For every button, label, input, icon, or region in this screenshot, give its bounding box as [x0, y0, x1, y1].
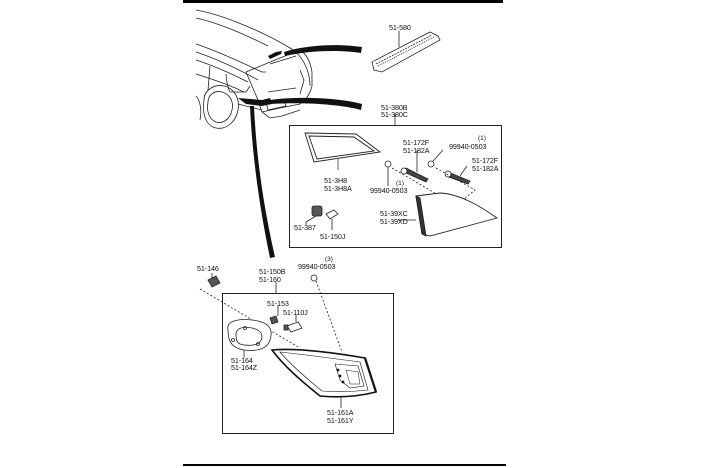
part-label-51-160: 51-160 — [259, 275, 281, 284]
rear-lamp-upper — [415, 192, 499, 237]
upper-detail-box — [289, 125, 502, 248]
part-label-51-150j: 51-150J — [320, 232, 346, 241]
car-high-mount-lamp — [268, 51, 282, 59]
quarter-glass — [304, 132, 382, 163]
upper-screws-brackets — [384, 149, 481, 219]
rear-lamp-lower — [270, 348, 378, 398]
part-label-51-3h8a: 51-3H8A — [324, 184, 352, 193]
part-label-51-39xc: 51-39XC — [380, 209, 408, 218]
leader-to-upper-box — [270, 97, 362, 110]
part-label-51-387: 51-387 — [294, 223, 316, 232]
part-label-51-150b: 51-150B — [259, 267, 286, 276]
qty-label-screw-bottom: (1) — [396, 180, 404, 187]
part-label-51-3h8: 51-3H8 — [324, 176, 347, 185]
high-mount-stop-lamp — [371, 31, 441, 73]
part-label-51-172f-left: 51-172F — [403, 138, 430, 147]
part-label-51-380c: 51-380C — [381, 110, 408, 119]
lower-detail-box — [222, 293, 394, 434]
lower-parts — [199, 273, 343, 358]
part-label-51-164: 51-164 — [231, 356, 253, 365]
part-label-51-172f-right: 51-172F — [472, 156, 499, 165]
part-label-51-182a-right: 51-182A — [472, 164, 499, 173]
qty-label-screw-lower: (3) — [325, 256, 333, 263]
leader-to-lower-box — [250, 106, 275, 258]
bottom-frame-bar — [183, 464, 506, 466]
car-tail-lamp — [238, 98, 272, 106]
qty-label-screw-top: (1) — [478, 135, 486, 142]
part-label-51-153: 51-153 — [267, 299, 289, 308]
upper-socket-bulb — [305, 205, 339, 230]
part-label-51-380b: 51-380B — [381, 103, 408, 112]
part-label-51-182a-left: 51-182A — [403, 146, 430, 155]
part-label-51-110j: 51-110J — [283, 308, 308, 317]
part-label-51-39xd: 51-39XD — [380, 217, 408, 226]
part-label-99940-0503-lower: 99940-0503 — [298, 262, 336, 271]
part-label-99940-0503-bottom: 99940-0503 — [370, 186, 408, 195]
top-frame-bar — [183, 0, 503, 3]
part-label-51-164z: 51-164Z — [231, 363, 258, 372]
part-label-99940-0503-top: 99940-0503 — [449, 142, 487, 151]
part-label-51-161a: 51-161A — [327, 408, 354, 417]
leader-to-high-mount — [284, 45, 362, 56]
part-label-51-580: 51-580 — [389, 23, 411, 32]
part-label-51-161y: 51-161Y — [327, 416, 354, 425]
part-label-51-146: 51-146 — [197, 264, 219, 273]
